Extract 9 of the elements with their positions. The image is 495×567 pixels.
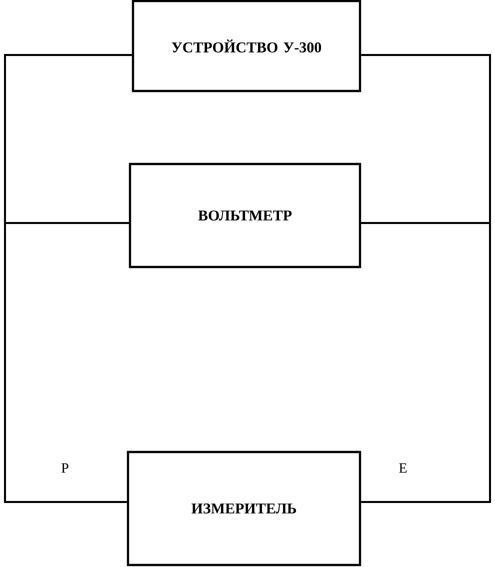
wire	[4, 222, 129, 503]
wire	[361, 54, 491, 224]
wire	[361, 222, 491, 503]
terminal-label: Е	[399, 463, 407, 473]
device-box: ИЗМЕРИТЕЛЬ	[126, 450, 362, 566]
wire	[4, 54, 132, 224]
terminal-label: Р	[62, 463, 68, 473]
device-box: ВОЛЬТМЕТР	[128, 162, 362, 268]
device-box: УСТРОЙСТВО У-300	[132, 0, 362, 92]
